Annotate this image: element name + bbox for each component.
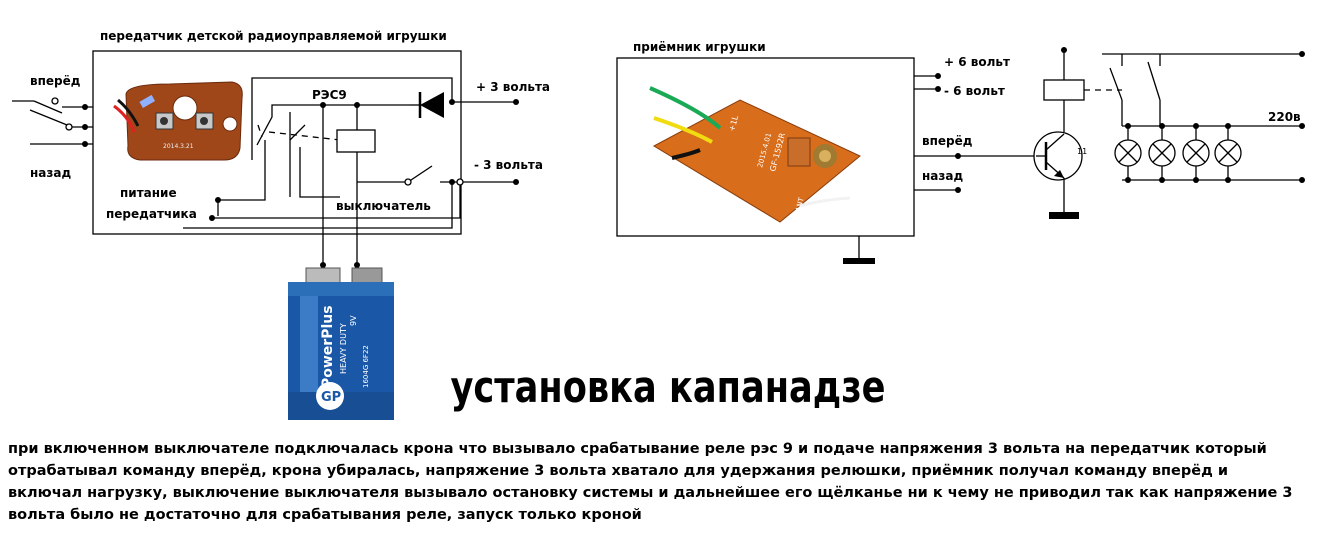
transmitter-board-marking: 2014.3.21 bbox=[163, 143, 194, 150]
lamp-array bbox=[1114, 123, 1242, 183]
switch-label: выключатель bbox=[336, 199, 431, 213]
tx-internal-wiring bbox=[183, 77, 519, 268]
board-ant: ANT bbox=[794, 196, 806, 213]
plus6-label: + 6 вольт bbox=[944, 55, 1010, 69]
battery-line: PowerPlus bbox=[320, 305, 336, 388]
load-relay-coil bbox=[1043, 79, 1085, 101]
lamp bbox=[1214, 123, 1242, 183]
svg-text:11: 11 bbox=[1077, 147, 1087, 156]
transistor-symbol: 11 bbox=[1033, 131, 1087, 212]
load-relay-block: 11 bbox=[1033, 47, 1305, 219]
receiver-frame bbox=[616, 57, 915, 237]
transmitter-frame bbox=[92, 50, 462, 235]
battery-code: 1604G 6F22 bbox=[362, 345, 370, 388]
plus3-label: + 3 вольта bbox=[476, 80, 550, 94]
battery-volt: 9V bbox=[349, 315, 358, 326]
receiver-board-photo: +1L GF-1592R 2015.4.01 ANT bbox=[649, 86, 861, 223]
headline: установка капанадзе bbox=[450, 362, 885, 413]
battery-brand: GP bbox=[321, 390, 341, 405]
board-pin-label: +1L bbox=[727, 114, 740, 133]
minus3-label: - 3 вольта bbox=[474, 158, 543, 172]
tx-back-label: назад bbox=[30, 166, 71, 180]
lamp bbox=[1182, 123, 1210, 183]
tx-forward-label: вперёд bbox=[30, 74, 81, 88]
tx-direction-switch bbox=[12, 97, 93, 147]
battery-9v: GP PowerPlus HEAVY DUTY 9V 1604G 6F22 bbox=[288, 267, 394, 420]
tx-power-label-2: передатчика bbox=[106, 207, 197, 221]
receiver-title: приёмник игрушки bbox=[633, 40, 766, 54]
tx-power-label-1: питание bbox=[120, 186, 177, 200]
relay-coil bbox=[336, 129, 376, 153]
transmitter-title: передатчик детской радиоуправляемой игру… bbox=[100, 29, 447, 43]
lamp bbox=[1148, 123, 1176, 183]
battery-duty: HEAVY DUTY bbox=[339, 323, 348, 374]
lamp bbox=[1114, 123, 1142, 183]
receiver-block: приёмник игрушки +1L GF-1592R 2015.4.01 … bbox=[616, 40, 1036, 264]
transmitter-block: передатчик детской радиоуправляемой игру… bbox=[12, 29, 550, 268]
rx-back-label: назад bbox=[922, 169, 963, 183]
load-voltage-label: 220в bbox=[1268, 110, 1301, 124]
relay-label: РЭС9 bbox=[312, 88, 347, 102]
description-text: при включенном выключателе подключалась … bbox=[8, 441, 1293, 523]
transistor-ground bbox=[1049, 212, 1079, 219]
rx-ground bbox=[843, 258, 875, 264]
minus6-label: - 6 вольт bbox=[944, 84, 1005, 98]
rx-forward-label: вперёд bbox=[922, 134, 973, 148]
transmitter-board-photo: 2014.3.21 bbox=[113, 81, 243, 161]
diode-symbol bbox=[410, 92, 444, 118]
